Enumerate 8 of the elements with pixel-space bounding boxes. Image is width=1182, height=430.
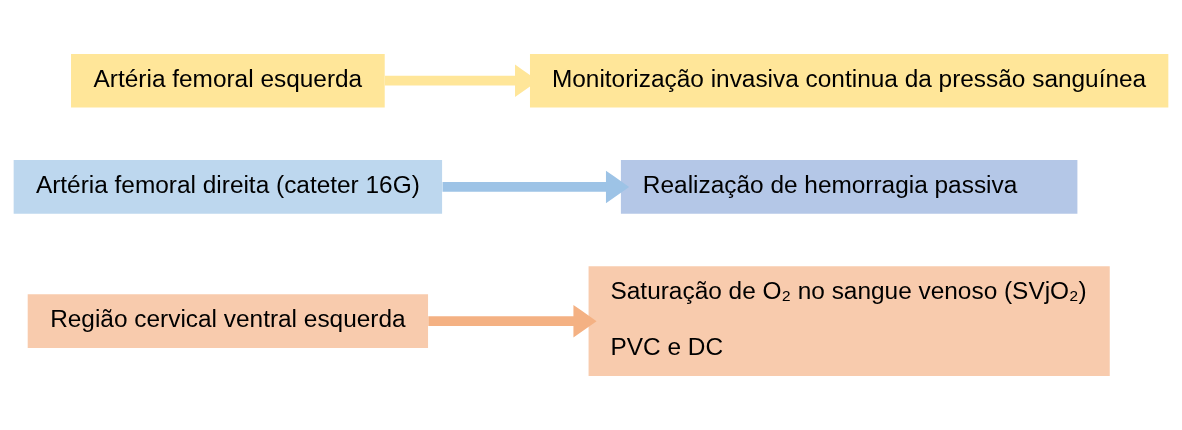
node-box: Região cervical ventral esquerda — [27, 294, 429, 349]
node-box: Realização de hemorragia passiva — [620, 160, 1078, 214]
node-box: Monitorização invasiva continua da pressão sanguínea — [529, 53, 1169, 108]
arrow — [442, 170, 630, 204]
node-box: Artéria femoral direita (cateter 16G) — [13, 160, 443, 214]
node-box: Saturação de O₂ no sangue venoso (SVjO₂) PVC e DC — [588, 266, 1110, 377]
node-box: Artéria femoral esquerda — [71, 53, 385, 108]
arrow — [428, 305, 597, 338]
